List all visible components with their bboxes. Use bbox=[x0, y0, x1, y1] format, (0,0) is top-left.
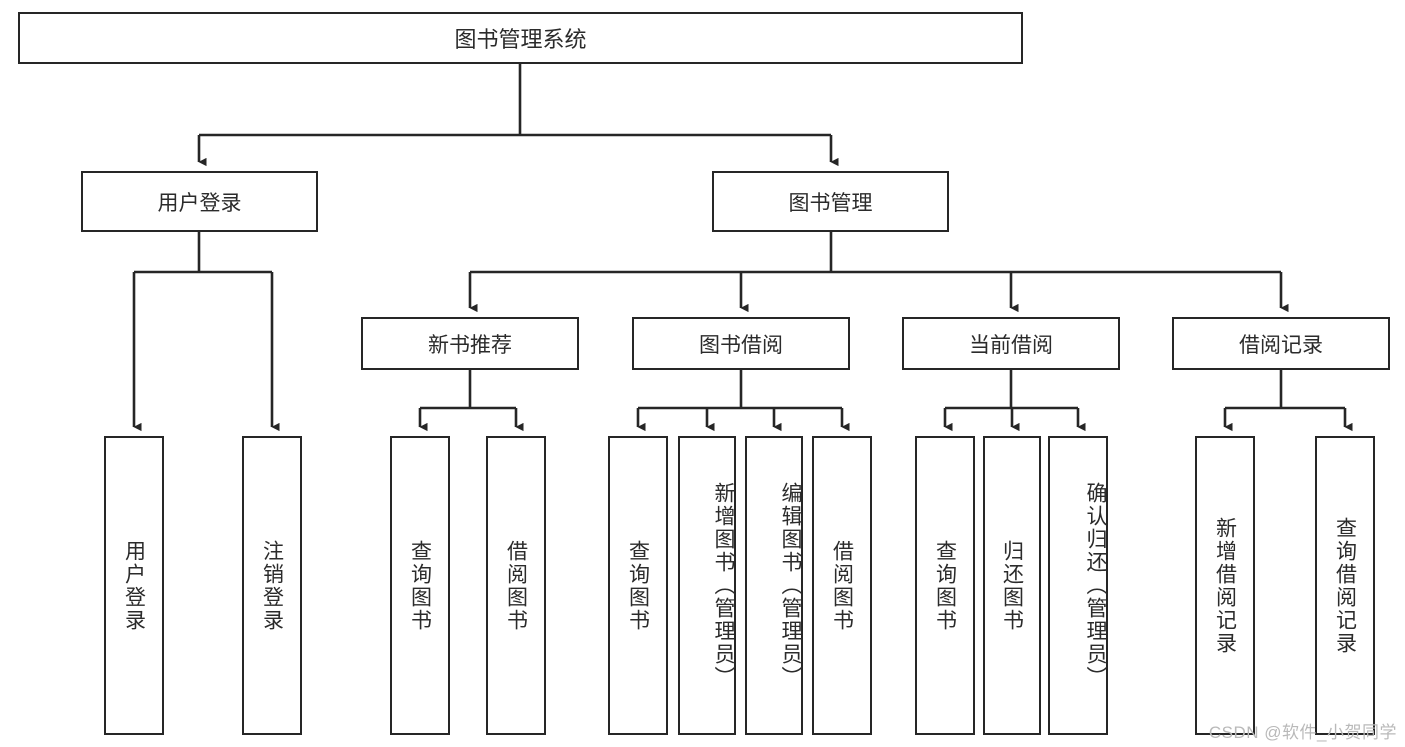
node-current-borrow[interactable]: 当前借阅 bbox=[902, 317, 1120, 370]
node-borrow-record-label: 借阅记录 bbox=[1239, 333, 1323, 357]
node-book-borrow[interactable]: 图书借阅 bbox=[632, 317, 850, 370]
node-book-manage[interactable]: 图书管理 bbox=[712, 171, 949, 232]
node-leaf-edit-book-admin[interactable]: 编辑图书（管理员） bbox=[745, 436, 803, 735]
node-new-book-recommend[interactable]: 新书推荐 bbox=[361, 317, 579, 370]
node-book-manage-label: 图书管理 bbox=[788, 191, 873, 215]
node-root-label: 图书管理系统 bbox=[454, 27, 587, 52]
node-leaf-query-borrow-record[interactable]: 查询借阅记录 bbox=[1315, 436, 1375, 735]
node-book-borrow-label: 图书借阅 bbox=[699, 333, 783, 357]
node-leaf-add-book-admin[interactable]: 新增图书（管理员） bbox=[678, 436, 736, 735]
watermark: CSDN @软件_小贺同学 bbox=[1208, 723, 1397, 742]
node-borrow-record[interactable]: 借阅记录 bbox=[1172, 317, 1390, 370]
node-leaf-borrow-book[interactable]: 借阅图书 bbox=[812, 436, 872, 735]
node-leaf-return-book[interactable]: 归还图书 bbox=[983, 436, 1041, 735]
node-leaf-add-borrow-record[interactable]: 新增借阅记录 bbox=[1195, 436, 1255, 735]
node-leaf-confirm-return-admin[interactable]: 确认归还（管理员） bbox=[1048, 436, 1108, 735]
node-leaf-user-login[interactable]: 用户登录 bbox=[104, 436, 164, 735]
node-new-book-recommend-label: 新书推荐 bbox=[428, 333, 512, 357]
node-root[interactable]: 图书管理系统 bbox=[18, 12, 1023, 64]
node-user-login[interactable]: 用户登录 bbox=[81, 171, 318, 232]
node-leaf-query-book-borrow[interactable]: 查询图书 bbox=[608, 436, 668, 735]
node-leaf-borrow-book-recommend[interactable]: 借阅图书 bbox=[486, 436, 546, 735]
node-current-borrow-label: 当前借阅 bbox=[969, 333, 1053, 357]
node-user-login-label: 用户登录 bbox=[157, 191, 242, 215]
node-leaf-query-book-recommend[interactable]: 查询图书 bbox=[390, 436, 450, 735]
node-leaf-query-book-current[interactable]: 查询图书 bbox=[915, 436, 975, 735]
node-leaf-logout[interactable]: 注销登录 bbox=[242, 436, 302, 735]
